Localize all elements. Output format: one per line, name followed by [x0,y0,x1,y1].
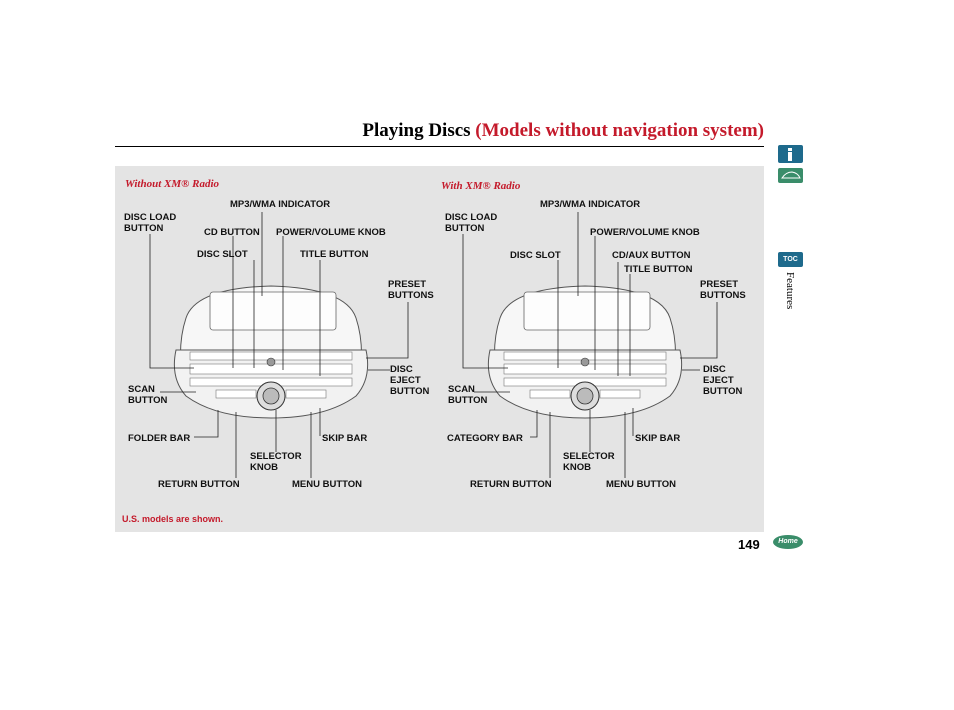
left-menu-label: MENU BUTTON [292,479,363,490]
left-folder-label: FOLDER BAR [128,433,191,444]
right-selector-label: SELECTOR KNOB [563,451,615,473]
left-eject-label: DISC EJECT BUTTON [390,364,430,397]
right-mp3-label: MP3/WMA INDICATOR [540,199,641,210]
left-return-label: RETURN BUTTON [158,479,240,490]
page-number: 149 [738,537,760,552]
left-selector-label: SELECTOR KNOB [250,451,302,473]
right-title-label: TITLE BUTTON [624,264,693,275]
info-icon[interactable] [778,145,803,163]
page-title: Playing Discs (Models without navigation… [362,120,764,141]
right-return-label: RETURN BUTTON [470,479,552,490]
left-disc-load-label: DISC LOAD BUTTON [124,212,177,234]
right-eject-label: DISC EJECT BUTTON [703,364,743,397]
right-subtitle: With XM® Radio [441,180,521,192]
right-category-label: CATEGORY BAR [447,433,523,444]
toc-button[interactable]: TOC [778,252,803,267]
right-scan-label: SCAN BUTTON [448,384,488,406]
right-menu-label: MENU BUTTON [606,479,677,490]
title-rule [115,146,764,147]
left-scan-label: SCAN BUTTON [128,384,168,406]
models-note: U.S. models are shown. [122,514,224,524]
right-cdaux-label: CD/AUX BUTTON [612,250,691,261]
left-subtitle: Without XM® Radio [125,178,220,190]
home-button[interactable]: Home [773,535,803,549]
left-cd-label: CD BUTTON [204,227,260,238]
left-mp3-label: MP3/WMA INDICATOR [230,199,331,210]
left-preset-label: PRESET BUTTONS [388,279,434,301]
left-title-label: TITLE BUTTON [300,249,369,260]
right-disc-load-label: DISC LOAD BUTTON [445,212,498,234]
right-preset-label: PRESET BUTTONS [700,279,746,301]
car-icon[interactable] [778,168,803,183]
left-skip-label: SKIP BAR [322,433,368,444]
right-skip-label: SKIP BAR [635,433,681,444]
right-slot-label: DISC SLOT [510,250,561,261]
section-tab-features[interactable]: Features [784,272,796,310]
left-slot-label: DISC SLOT [197,249,248,260]
right-power-label: POWER/VOLUME KNOB [590,227,700,238]
left-power-label: POWER/VOLUME KNOB [276,227,386,238]
